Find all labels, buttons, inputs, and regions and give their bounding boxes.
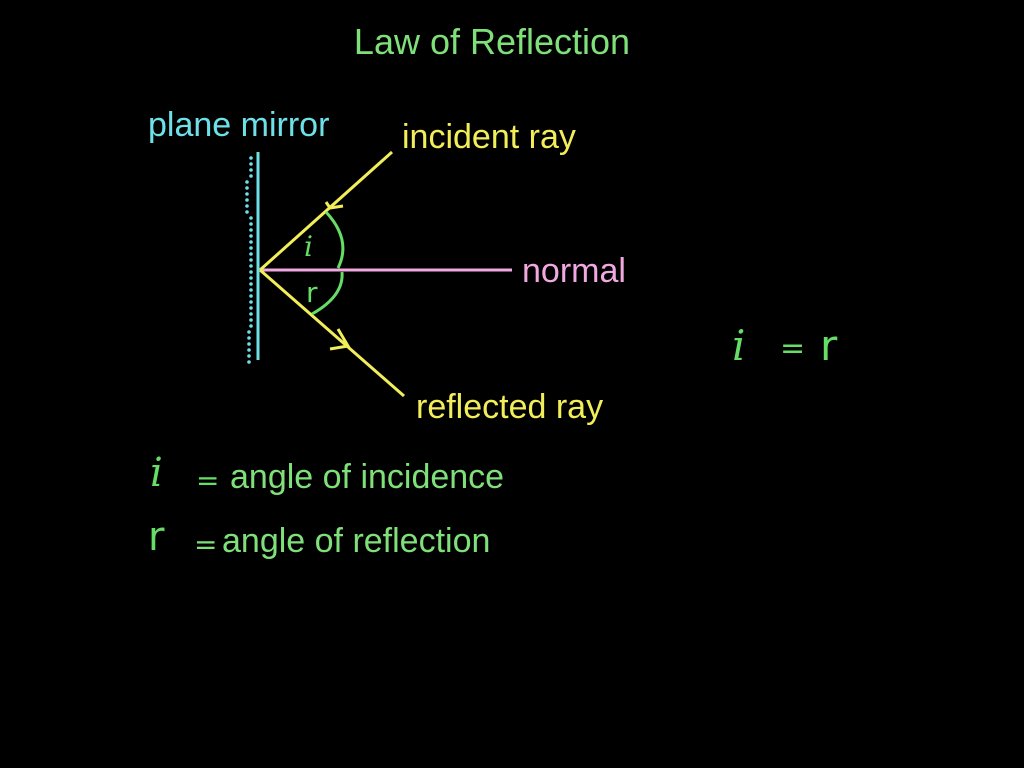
mirror-hatch-dot: [249, 162, 253, 166]
mirror-hatch-dot: [249, 156, 253, 160]
mirror-hatch-dot: [249, 312, 253, 316]
legend-incidence-equals: =: [196, 464, 219, 497]
mirror-hatch-dot: [247, 336, 251, 340]
angle-i-label: i: [304, 230, 313, 263]
legend-reflection-symbol: r: [148, 514, 165, 560]
legend-reflection-equals: =: [194, 528, 217, 561]
legend-reflection: r = angle of reflection: [148, 514, 490, 561]
legend-incidence: i = angle of incidence: [150, 450, 504, 497]
angle-r-label: r: [306, 276, 318, 309]
mirror-hatch-dot: [247, 354, 251, 358]
reflected-ray: [259, 268, 405, 398]
mirror-hatch-dot: [249, 252, 253, 256]
mirror-hatch-dot: [249, 264, 253, 268]
mirror-hatch-dot: [247, 330, 251, 334]
mirror-hatch-dot: [249, 228, 253, 232]
plane-mirror: [245, 152, 260, 364]
equation-rhs: r: [820, 321, 838, 370]
mirror-hatch-dot: [245, 198, 249, 202]
mirror-hatch-dot: [245, 204, 249, 208]
legend-incidence-symbol: i: [150, 450, 163, 496]
mirror-hatch-dot: [247, 342, 251, 346]
mirror-hatch-dot: [245, 192, 249, 196]
angle-i-arc: [324, 210, 345, 269]
reflected-ray-label: reflected ray: [416, 388, 603, 426]
mirror-hatch-dot: [245, 186, 249, 190]
legend-incidence-text: angle of incidence: [230, 458, 504, 496]
mirror-hatch-dot: [249, 288, 253, 292]
mirror-hatch-dot: [249, 276, 253, 280]
law-equation: i = r: [732, 321, 838, 370]
mirror-hatch-dot: [249, 258, 253, 262]
mirror-label: plane mirror: [148, 106, 329, 144]
legend-reflection-text: angle of reflection: [222, 522, 490, 560]
mirror-hatch-dot: [249, 300, 253, 304]
mirror-hatch-dot: [245, 210, 249, 214]
mirror-hatch-dot: [249, 222, 253, 226]
mirror-hatch-dot: [249, 168, 253, 172]
incident-ray-label: incident ray: [402, 118, 576, 156]
page-title: Law of Reflection: [354, 21, 630, 62]
mirror-hatch-dot: [249, 174, 253, 178]
equation-lhs: i: [732, 321, 745, 370]
incident-ray: [259, 150, 393, 272]
normal-label: normal: [522, 252, 626, 290]
mirror-hatch-dot: [245, 180, 249, 184]
equation-equals: =: [780, 331, 805, 366]
mirror-hatch-dot: [249, 216, 253, 220]
mirror-hatch-dot: [249, 234, 253, 238]
mirror-hatch-dot: [249, 282, 253, 286]
mirror-hatch-dot: [249, 240, 253, 244]
mirror-hatch-dot: [247, 348, 251, 352]
angle-r-arc: [311, 271, 344, 316]
mirror-hatch-dot: [249, 294, 253, 298]
incident-arrowhead: [324, 201, 344, 210]
mirror-hatch-dot: [247, 360, 251, 364]
reflected-arrowhead: [329, 328, 351, 351]
mirror-hatch-dot: [249, 246, 253, 250]
mirror-hatch-dot: [249, 306, 253, 310]
mirror-hatch-dot: [249, 318, 253, 322]
mirror-hatch-dot: [249, 324, 253, 328]
mirror-hatch-dot: [249, 270, 253, 274]
